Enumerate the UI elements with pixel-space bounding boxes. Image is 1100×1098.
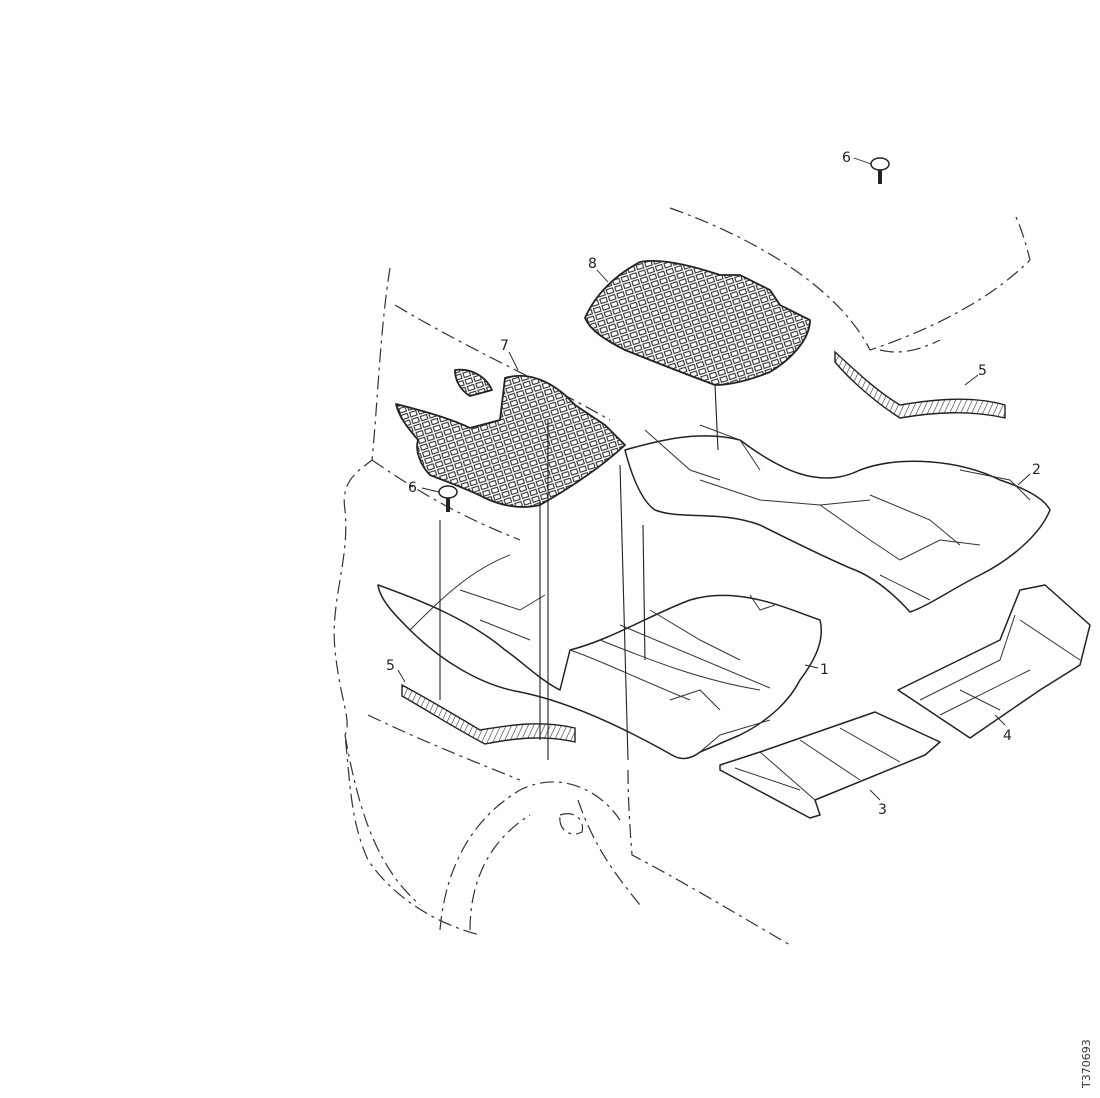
svg-text:6: 6 bbox=[408, 480, 417, 496]
callout-8: 8 bbox=[588, 256, 609, 283]
scuff-plate-right bbox=[834, 350, 1006, 419]
callout-5-left: 5 bbox=[386, 658, 406, 683]
svg-text:2: 2 bbox=[1032, 462, 1041, 478]
front-floor-mat bbox=[395, 368, 626, 508]
svg-text:7: 7 bbox=[500, 338, 509, 354]
svg-text:3: 3 bbox=[878, 802, 887, 818]
callout-3: 3 bbox=[869, 789, 887, 818]
svg-text:5: 5 bbox=[978, 363, 987, 379]
callout-6-left: 6 bbox=[408, 480, 440, 496]
callout-6-right: 6 bbox=[842, 150, 872, 166]
scuff-plate-left bbox=[401, 683, 576, 745]
rear-floor-mat bbox=[584, 259, 811, 386]
retaining-clip-left bbox=[438, 485, 458, 512]
reference-code: T370693 bbox=[1080, 1039, 1093, 1089]
front-floor-carpet bbox=[377, 554, 822, 760]
svg-text:8: 8 bbox=[588, 256, 597, 272]
retaining-clip-right bbox=[870, 157, 890, 184]
callout-7: 7 bbox=[500, 338, 519, 371]
callout-4: 4 bbox=[994, 714, 1012, 744]
callout-2: 2 bbox=[1017, 462, 1041, 486]
svg-text:6: 6 bbox=[842, 150, 851, 166]
callout-5-right: 5 bbox=[964, 363, 987, 386]
svg-text:5: 5 bbox=[386, 658, 395, 674]
cargo-floor-panel-rear bbox=[897, 584, 1091, 739]
rear-floor-carpet bbox=[624, 424, 1051, 613]
callout-1: 1 bbox=[804, 662, 829, 678]
assembly-guide-lines bbox=[439, 384, 719, 761]
cargo-floor-panel-front bbox=[719, 711, 941, 819]
svg-text:4: 4 bbox=[1003, 728, 1012, 744]
svg-text:1: 1 bbox=[820, 662, 829, 678]
